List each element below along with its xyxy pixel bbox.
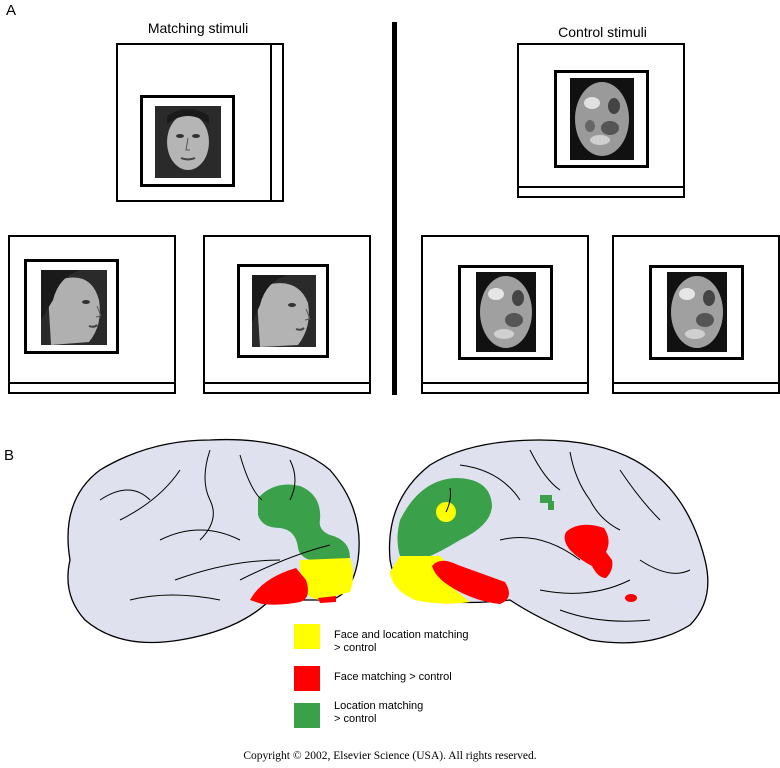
left-hemisphere <box>67 438 360 644</box>
face-frame-left <box>24 259 119 354</box>
scrambled-face-image <box>476 272 536 352</box>
scrambled-face-image <box>667 272 727 352</box>
scrambled-face-image <box>570 78 634 160</box>
scramble-frame-right <box>649 265 744 360</box>
matching-screen-top <box>116 43 284 202</box>
control-screen-top <box>517 43 685 198</box>
legend-line: > control <box>334 713 377 725</box>
screen-edge-line <box>614 382 778 384</box>
face-profile-left-image <box>41 270 107 345</box>
face-frame-right <box>237 264 329 358</box>
matching-stimuli-heading: Matching stimuli <box>147 20 249 36</box>
face-profile-right-image <box>252 275 316 347</box>
matching-screen-right <box>203 235 371 394</box>
screen-edge-line <box>205 382 369 384</box>
control-screen-right <box>612 235 780 394</box>
legend-label-yellow: Face and location matching > control <box>334 629 469 655</box>
matching-screen-left <box>8 235 176 394</box>
legend-line: Face and location matching <box>334 629 469 641</box>
face-front-image <box>155 106 221 178</box>
control-screen-left <box>421 235 589 394</box>
panel-b-label: B <box>4 447 15 464</box>
legend-line: Location matching <box>334 700 424 712</box>
legend-swatch-red <box>294 666 320 691</box>
vertical-divider <box>392 22 397 395</box>
screen-edge-line <box>10 382 174 384</box>
legend-swatch-green <box>294 703 320 728</box>
panel-a-label: A <box>6 2 17 19</box>
screen-edge-line <box>519 186 683 188</box>
screen-edge-line <box>270 45 272 200</box>
right-hemisphere <box>388 439 709 644</box>
face-frame-target <box>140 95 235 187</box>
legend-swatch-yellow <box>294 624 320 649</box>
legend-line: > control <box>334 642 377 654</box>
scramble-frame-left <box>458 265 553 360</box>
copyright-footer: Copyright © 2002, Elsevier Science (USA)… <box>243 750 537 762</box>
legend-label-green: Location matching > control <box>334 700 423 726</box>
scramble-frame-target <box>554 70 649 168</box>
screen-edge-line <box>423 382 587 384</box>
control-stimuli-heading: Control stimuli <box>558 24 647 40</box>
legend-label-red: Face matching > control <box>334 671 452 683</box>
